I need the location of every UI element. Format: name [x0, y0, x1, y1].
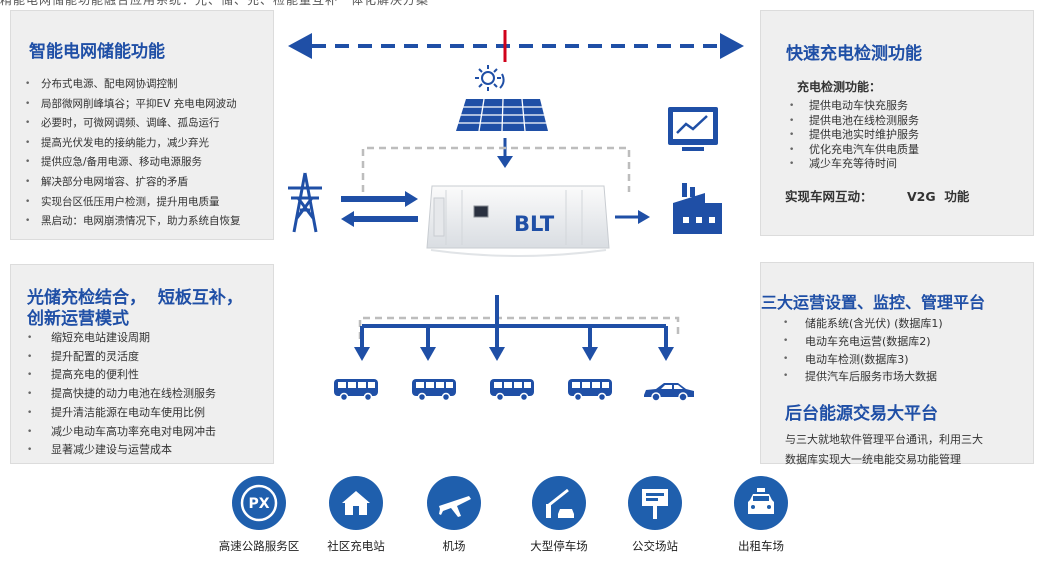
- list-item: 显著减少建设与运营成本: [27, 441, 216, 460]
- list-item: 提供应急/备用电源、移动电源服务: [25, 153, 241, 173]
- panel-fast-charging: 快速充电检测功能 充电检测功能： 提供电动车快充服务 提供电池在线检测服务 提供…: [760, 10, 1034, 236]
- category-label: 出租车场: [738, 539, 784, 553]
- list-item: 减少电动车高功率充电对电网冲击: [27, 423, 216, 442]
- parking-gate-icon: [532, 476, 586, 530]
- energy-storage-container: [426, 185, 610, 257]
- list-item: 提高光伏发电的接纳能力，减少弃光: [25, 134, 241, 154]
- category-label: 公交场站: [632, 539, 678, 553]
- list-item: 局部微网削峰填谷；平抑EV 充电电网波动: [25, 95, 241, 115]
- list-item: 提供汽车后服务市场大数据: [783, 368, 943, 386]
- category-label: 高速公路服务区: [218, 539, 300, 553]
- list-item: 电动车检测(数据库3): [783, 351, 943, 369]
- bus-icon: [490, 379, 534, 402]
- top-cut-text: 精能电网储能功能融合应用系统：光、储、充、检能量互补一体化解决方案: [0, 0, 430, 7]
- panel-title: 三大运营设置、监控、管理平台: [761, 293, 986, 312]
- list-item: 提供电动车快充服务: [789, 99, 919, 114]
- category-airport[interactable]: 机场: [409, 476, 499, 554]
- list-item: 电动车充电运营(数据库2): [783, 333, 943, 351]
- feature-list: 缩短充电站建设周期 提升配置的灵活度 提高充电的便利性 提高快捷的动力电池在线检…: [27, 329, 216, 460]
- panel-title: 快速充电检测功能: [786, 44, 922, 64]
- category-label: 大型停车场: [530, 539, 588, 553]
- bidirectional-arrow: [341, 191, 418, 227]
- bus-stop-icon: [628, 476, 682, 530]
- list-item: 提高快捷的动力电池在线检测服务: [27, 385, 216, 404]
- list-item: 解决部分电网增容、扩容的矛盾: [25, 173, 241, 193]
- list-item: 必要时，可微网调频、调峰、孤岛运行: [25, 114, 241, 134]
- list-item: 提升清洁能源在电动车使用比例: [27, 404, 216, 423]
- data-link-lines: [358, 146, 680, 339]
- bus-icon: [412, 379, 456, 402]
- v2g-label: 实现车网互动：: [785, 189, 873, 204]
- panel-title-2: 后台能源交易大平台: [785, 404, 938, 424]
- list-item: 储能系统(含光伏) (数据库1): [783, 315, 943, 333]
- panel-title-line1: 光储充检结合， 短板互补，: [27, 288, 243, 308]
- panel-title: 智能电网储能功能: [29, 42, 165, 62]
- list-item: 黑启动：电网崩溃情况下，助力系统自恢复: [25, 212, 241, 232]
- panel-operations-platform: 三大运营设置、监控、管理平台 储能系统(含光伏) (数据库1) 电动车充电运营(…: [760, 262, 1034, 466]
- list-item: 提高充电的便利性: [27, 366, 216, 385]
- bus-icon: [334, 379, 378, 402]
- list-item: 提供电池实时维护服务: [789, 128, 919, 143]
- house-icon: [329, 476, 383, 530]
- platform-desc-line2: 数据库实现大一统电能交易功能管理: [785, 453, 961, 466]
- feature-list: 储能系统(含光伏) (数据库1) 电动车充电运营(数据库2) 电动车检测(数据库…: [783, 315, 943, 386]
- category-highway-service[interactable]: PX 高速公路服务区: [214, 476, 304, 554]
- category-community-charging[interactable]: 社区充电站: [311, 476, 401, 554]
- monitor-icon: [668, 107, 718, 151]
- list-item: 提供电池在线检测服务: [789, 114, 919, 129]
- list-item: 缩短充电站建设周期: [27, 329, 216, 348]
- transmission-tower-icon: [288, 172, 322, 233]
- factory-icon: [673, 183, 722, 234]
- panel-smart-grid: 智能电网储能功能 分布式电源、配电网协调控制 局部微网削峰填谷；平抑EV 充电电…: [10, 10, 274, 240]
- category-label: 机场: [442, 539, 466, 553]
- list-item: 优化充电汽车供电质量: [789, 143, 919, 158]
- list-item: 提升配置的灵活度: [27, 348, 216, 367]
- car-icon: [644, 383, 694, 402]
- airplane-icon: [427, 476, 481, 530]
- category-bus-station[interactable]: 公交场站: [610, 476, 700, 554]
- category-parking-lot[interactable]: 大型停车场: [514, 476, 604, 554]
- category-label: 社区充电站: [327, 539, 385, 553]
- sun-icon: [475, 65, 505, 91]
- list-item: 减少车充等待时间: [789, 157, 919, 172]
- panel-storage-charging: 光储充检结合， 短板互补， 创新运营模式 缩短充电站建设周期 提升配置的灵活度 …: [10, 264, 274, 464]
- list-item: 实现台区低压用户检测，提升用电质量: [25, 193, 241, 213]
- feature-list: 提供电动车快充服务 提供电池在线检测服务 提供电池实时维护服务 优化充电汽车供电…: [789, 99, 919, 172]
- panel-subtitle: 充电检测功能：: [797, 80, 882, 94]
- distribution-arrows: [360, 295, 668, 350]
- container-logo: BLT: [514, 212, 555, 236]
- taxi-icon: [734, 476, 788, 530]
- list-item: 分布式电源、配电网协调控制: [25, 75, 241, 95]
- category-taxi-stand[interactable]: 出租车场: [716, 476, 806, 554]
- px-icon: PX: [232, 476, 286, 530]
- feature-list: 分布式电源、配电网协调控制 局部微网削峰填谷；平抑EV 充电电网波动 必要时，可…: [25, 75, 241, 232]
- bus-icon: [568, 379, 612, 402]
- solar-panel-icon: [456, 98, 548, 132]
- px-icon-text: PX: [248, 496, 269, 512]
- grid-connection-arrow: [288, 33, 744, 59]
- v2g-value: V2G 功能: [907, 189, 970, 204]
- platform-desc-line1: 与三大就地软件管理平台通讯，利用三大: [785, 433, 983, 446]
- panel-title-line2: 创新运营模式: [27, 309, 129, 329]
